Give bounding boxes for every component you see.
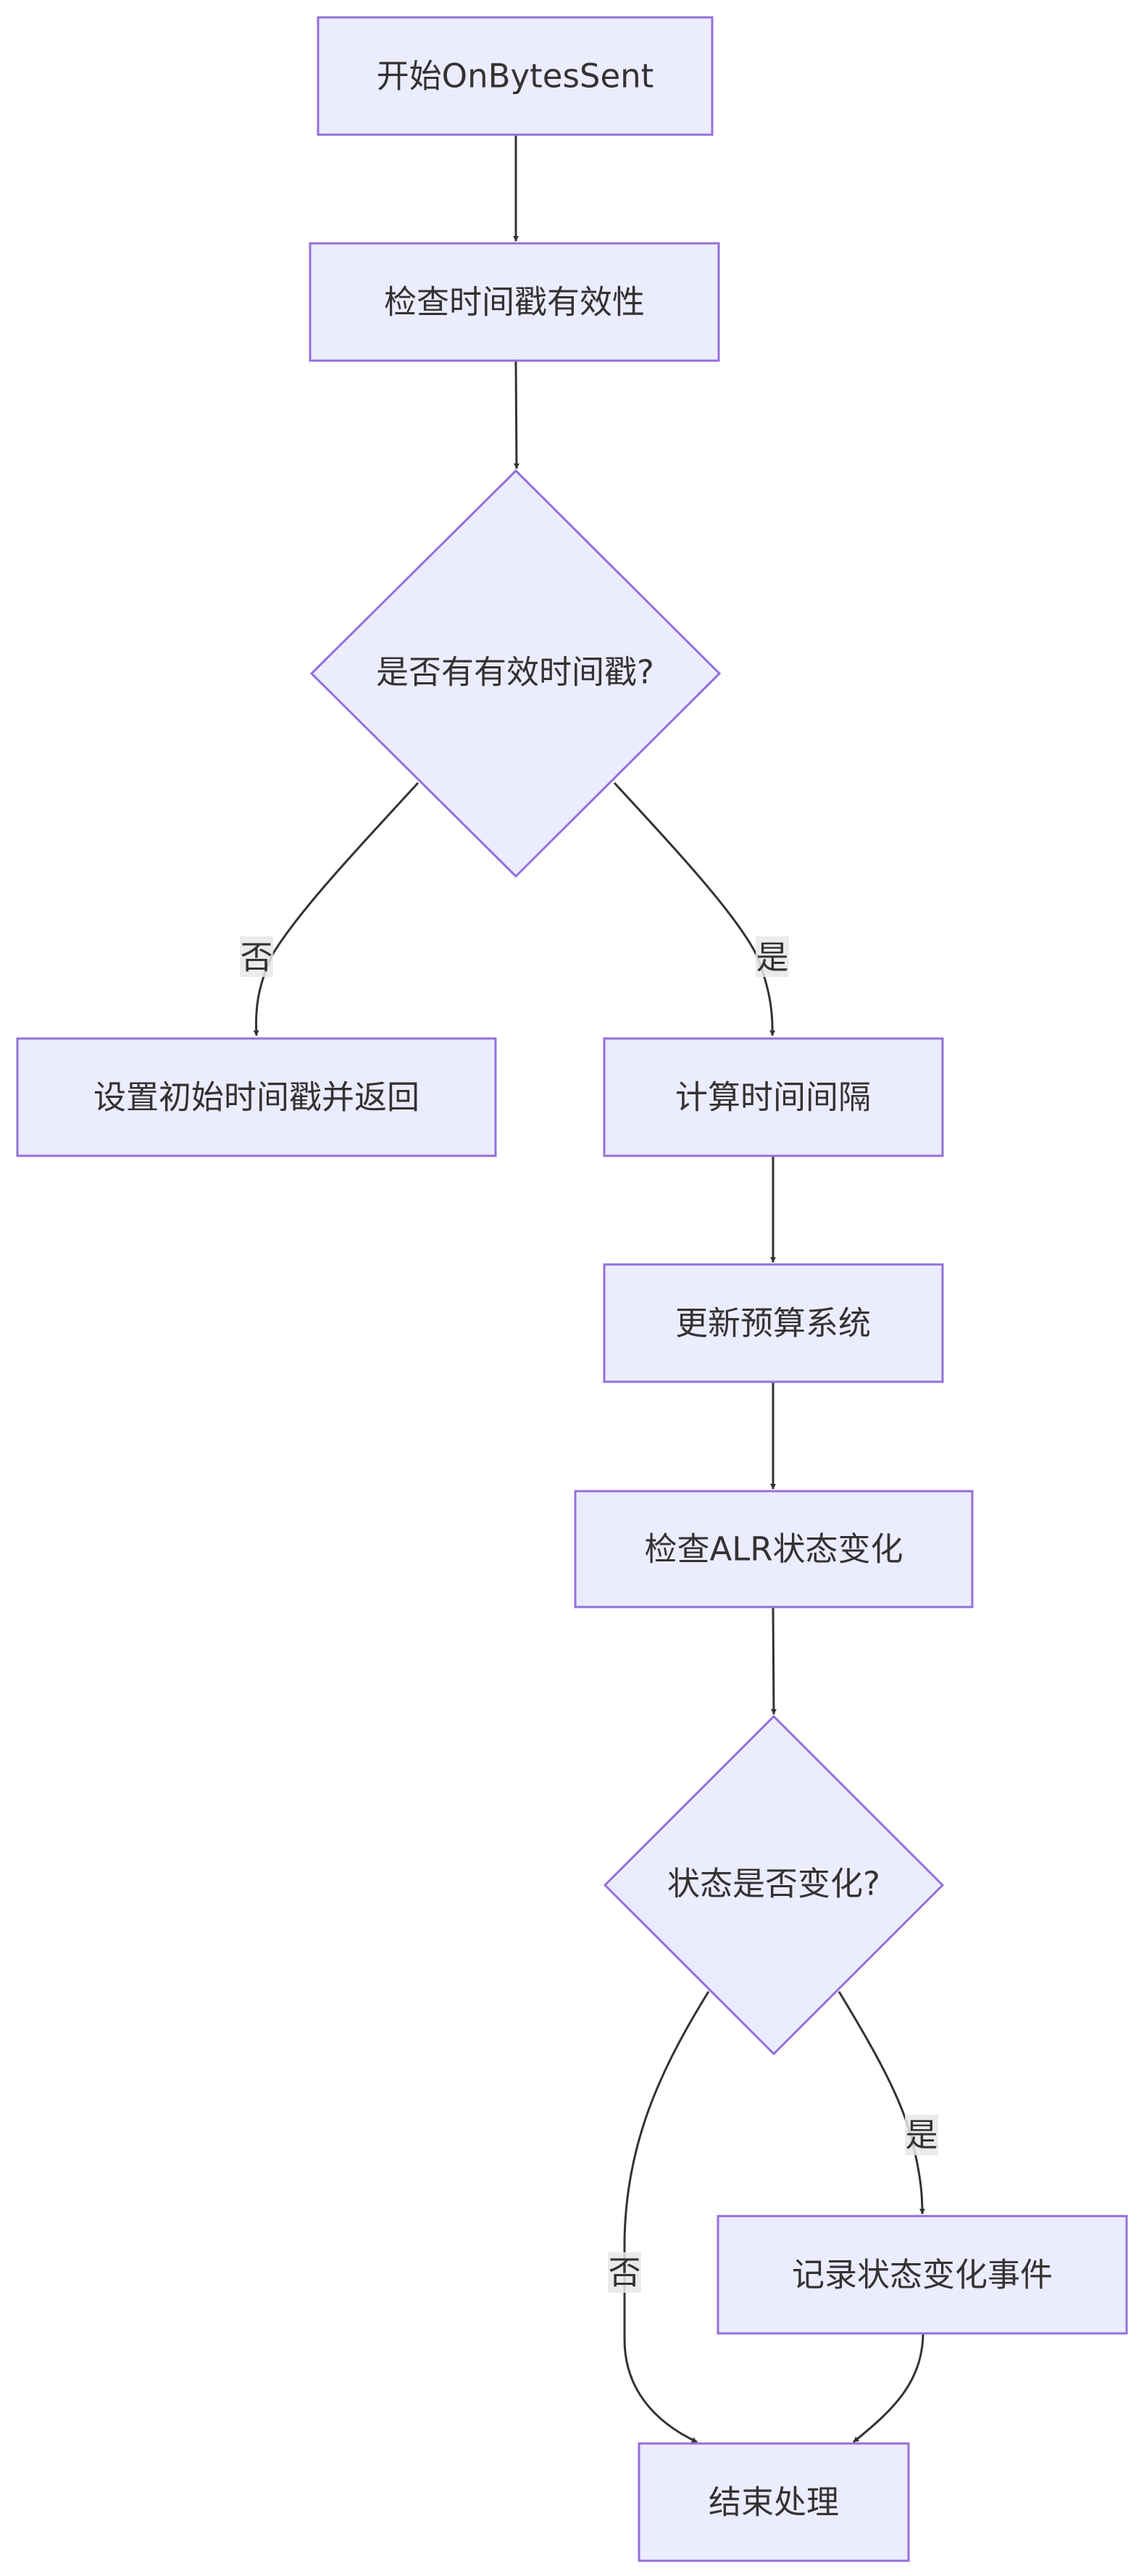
edge-decision-no xyxy=(253,781,419,1036)
node-calc-interval: 计算时间间隔 xyxy=(603,1037,944,1157)
edge-label-no-changed-text: 否 xyxy=(608,2254,640,2292)
edge-decision-yes xyxy=(613,781,776,1036)
node-check-timestamp-label: 检查时间戳有效性 xyxy=(384,283,645,322)
nodes: 开始OnBytesSent 检查时间戳有效性 是否有有效时间戳? 设置初始时间戳… xyxy=(16,16,1128,2562)
node-end: 结束处理 xyxy=(638,2442,910,2562)
node-check-timestamp: 检查时间戳有效性 xyxy=(309,242,720,362)
node-set-initial: 设置初始时间戳并返回 xyxy=(16,1037,497,1157)
edge-label-no-timestamp-text: 否 xyxy=(240,939,272,977)
node-calc-interval-label: 计算时间间隔 xyxy=(675,1078,871,1117)
node-start: 开始OnBytesSent xyxy=(317,16,714,136)
edge-log-to-end xyxy=(853,2332,924,2443)
node-log-event-label: 记录状态变化事件 xyxy=(792,2256,1053,2294)
node-end-label: 结束处理 xyxy=(709,2483,839,2522)
edge-labels: 否 是 是 否 xyxy=(240,936,938,2293)
node-set-initial-label: 设置初始时间戳并返回 xyxy=(93,1078,419,1117)
edge-label-yes-changed: 是 xyxy=(905,2115,938,2155)
edge-label-yes-timestamp-text: 是 xyxy=(756,939,788,977)
edge-alr-to-decision xyxy=(770,1606,777,1715)
edge-label-no-changed: 否 xyxy=(608,2252,641,2293)
edge-check-to-decision xyxy=(513,361,519,469)
node-update-budget: 更新预算系统 xyxy=(603,1263,944,1383)
edge-label-yes-changed-text: 是 xyxy=(905,2116,938,2155)
edge-state-no xyxy=(623,1991,710,2443)
edges xyxy=(253,135,925,2443)
edge-state-yes xyxy=(838,1991,925,2215)
node-state-changed: 状态是否变化? xyxy=(603,1714,945,2056)
node-start-label: 开始OnBytesSent xyxy=(377,57,654,96)
edge-label-no-timestamp: 否 xyxy=(240,936,273,977)
node-check-alr-label: 检查ALR状态变化 xyxy=(644,1530,903,1569)
node-update-budget-label: 更新预算系统 xyxy=(675,1304,871,1343)
node-check-alr: 检查ALR状态变化 xyxy=(574,1490,974,1608)
edge-label-yes-timestamp: 是 xyxy=(756,936,789,977)
node-has-valid-timestamp: 是否有有效时间戳? xyxy=(309,469,722,878)
node-has-valid-timestamp-label: 是否有有效时间戳? xyxy=(376,653,654,692)
node-log-event: 记录状态变化事件 xyxy=(717,2215,1128,2335)
node-state-changed-label: 状态是否变化? xyxy=(667,1865,880,1903)
